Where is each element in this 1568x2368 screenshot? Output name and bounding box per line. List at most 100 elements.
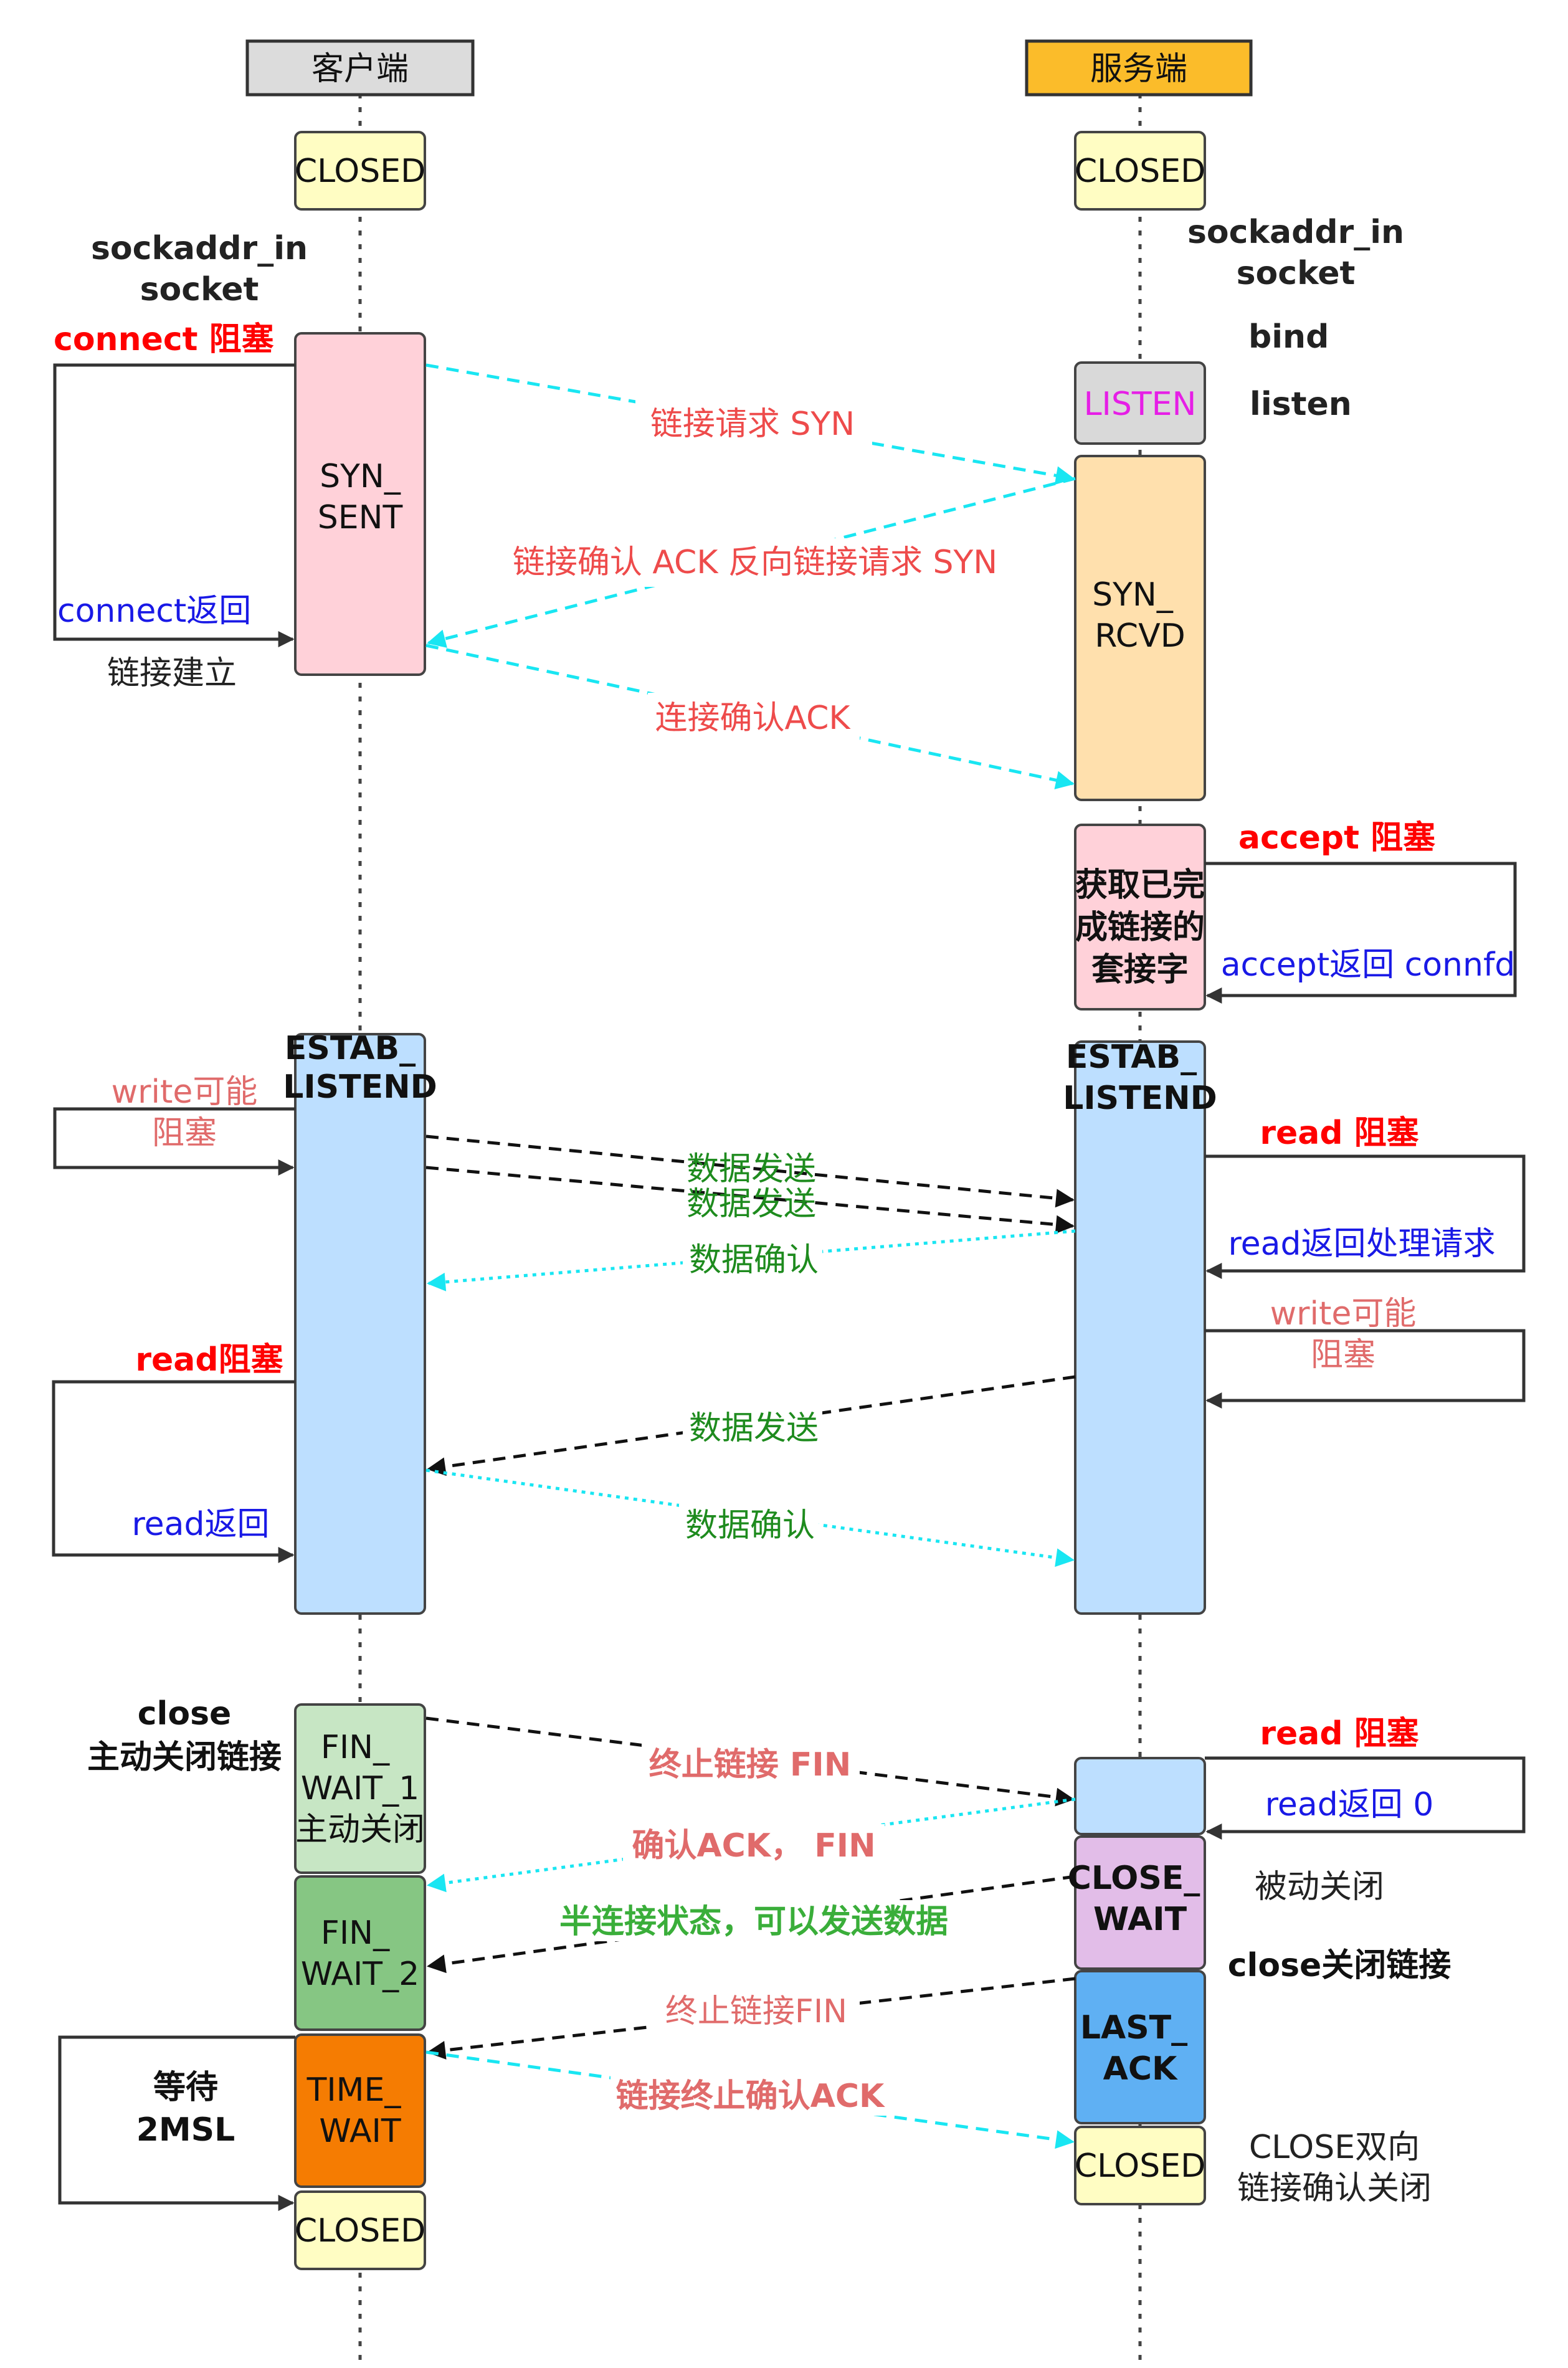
server-state-closed-text: CLOSED	[1075, 153, 1205, 190]
arrow-fin-2	[427, 1977, 1076, 2060]
client-state-closed-final: CLOSED	[294, 2190, 426, 2270]
client-write-loop	[53, 1107, 295, 1176]
client-state-fin-wait-2: FIN_ WAIT_2	[294, 1875, 426, 2031]
tw-text-2: WAIT	[319, 2113, 401, 2150]
server-state-last-ack: LAST_ ACK	[1074, 1970, 1206, 2124]
msg-syn: 链接请求 SYN	[650, 406, 855, 443]
server-socket: socket	[1237, 255, 1356, 292]
server-write-loop	[1205, 1329, 1526, 1409]
client-established: 链接建立	[107, 655, 237, 692]
fw1-text-3: 主动关闭	[295, 1811, 425, 1848]
server-est-text-1: ESTAB_	[1066, 1039, 1197, 1076]
server-read-return-0: read返回 0	[1265, 1786, 1434, 1824]
server-read-return: read返回处理请求	[1228, 1225, 1495, 1263]
server-est-text-2: LISTEND	[1063, 1080, 1217, 1117]
syn-sent-text-2: SENT	[318, 499, 403, 536]
client-active-close: 主动关闭链接	[87, 1739, 282, 1776]
client-state-time-wait: TIME_ WAIT	[294, 2033, 426, 2188]
server-write-block: 阻塞	[1311, 1336, 1376, 1374]
server-accept-block: accept 阻塞	[1238, 819, 1435, 857]
client-closed-final-text: CLOSED	[295, 2212, 425, 2250]
server-closed-final-text: CLOSED	[1075, 2147, 1205, 2185]
msg-data-1: 数据发送	[687, 1151, 816, 1188]
syn-rcvd-text-1: SYN_	[1092, 576, 1174, 614]
client-socket: socket	[140, 271, 259, 308]
server-read-block-2: read 阻塞	[1260, 1715, 1418, 1752]
msg-data-ack-2: 数据确认	[685, 1507, 815, 1544]
arrow-half	[427, 1875, 1076, 1974]
server-sockaddr: sockaddr_in	[1187, 214, 1404, 251]
server-read0-loop	[1205, 1756, 1526, 1840]
client-time-wait-loop	[58, 2035, 295, 2211]
syn-rcvd-text-2: RCVD	[1095, 617, 1185, 655]
client-header-text: 客户端	[311, 50, 409, 88]
arrow-syn	[425, 363, 1075, 485]
client-state-syn-sent: SYN_ SENT	[294, 332, 426, 676]
client-read-block: read阻塞	[135, 1341, 283, 1379]
tw-text-1: TIME_	[306, 2071, 402, 2109]
listen-text: LISTEN	[1084, 386, 1197, 423]
arrow-data-3	[427, 1375, 1076, 1476]
msg-syn-ack: 链接确认 ACK 反向链接请求 SYN	[513, 544, 997, 581]
client-sockaddr: sockaddr_in	[91, 230, 308, 267]
client-connect-return: connect返回	[57, 592, 251, 630]
arrow-data-2	[425, 1166, 1075, 1234]
msg-final-ack: 链接终止确认ACK	[616, 2078, 885, 2115]
client-connect-loop	[53, 363, 295, 647]
client-close: close	[138, 1695, 232, 1733]
last-ack-text-1: LAST_	[1080, 2009, 1187, 2047]
client-write-maybe: write可能	[112, 1073, 258, 1111]
client-read-return: read返回	[131, 1506, 269, 1543]
server-header: 服务端	[1025, 39, 1253, 97]
accept-text-1: 获取已完	[1075, 867, 1205, 904]
server-accept-return: accept返回 connfd	[1221, 946, 1516, 984]
msg-fin-1: 终止链接 FIN	[649, 1746, 852, 1784]
server-listen: listen	[1250, 386, 1352, 423]
server-close-both: CLOSE双向	[1249, 2129, 1420, 2166]
client-state-fin-wait-1: FIN_ WAIT_1 主动关闭	[294, 1703, 426, 1874]
msg-data-ack-1: 数据确认	[689, 1242, 819, 1279]
server-write-maybe: write可能	[1270, 1295, 1417, 1333]
client-connect-block: connect 阻塞	[54, 321, 274, 358]
msg-data-3: 数据发送	[689, 1410, 819, 1447]
server-header-text: 服务端	[1090, 50, 1187, 88]
client-state-closed-text: CLOSED	[295, 153, 425, 190]
last-ack-text-2: ACK	[1103, 2050, 1178, 2088]
server-passive-close: 被动关闭	[1255, 1868, 1384, 1906]
client-state-closed: CLOSED	[294, 131, 426, 211]
client-state-established: ESTAB_ LISTEND	[283, 1030, 437, 1615]
arrow-data-1	[425, 1134, 1075, 1208]
client-header: 客户端	[245, 39, 475, 97]
server-accept-loop	[1205, 862, 1517, 1004]
server-state-closed-final: CLOSED	[1074, 2126, 1206, 2205]
server-close-link: close关闭链接	[1228, 1947, 1452, 1984]
arrow-fin-1	[425, 1716, 1075, 1807]
server-state-closed: CLOSED	[1074, 131, 1206, 211]
client-wait: 等待	[153, 2069, 218, 2106]
server-state-read	[1074, 1757, 1206, 1835]
server-read-block: read 阻塞	[1260, 1115, 1418, 1152]
msg-data-2: 数据发送	[687, 1186, 816, 1223]
close-wait-text-1: CLOSE_	[1068, 1860, 1200, 1897]
server-state-listen: LISTEN	[1074, 361, 1206, 445]
arrow-final-ack	[425, 2050, 1075, 2149]
server-state-close-wait: CLOSE_ WAIT	[1068, 1835, 1206, 1970]
client-est-text-1: ESTAB_	[285, 1030, 416, 1067]
server-close-confirm: 链接确认关闭	[1237, 2170, 1432, 2207]
syn-sent-text-1: SYN_	[320, 458, 401, 495]
accept-text-2: 成链接的	[1075, 909, 1205, 946]
close-wait-text-2: WAIT	[1093, 1901, 1187, 1938]
fw1-text-2: WAIT_1	[301, 1770, 419, 1807]
client-read-loop	[52, 1380, 295, 1563]
msg-ack: 连接确认ACK	[655, 700, 851, 737]
fw2-text-1: FIN_	[321, 1914, 390, 1952]
server-state-established: ESTAB_ LISTEND	[1063, 1039, 1217, 1615]
client-est-text-2: LISTEND	[283, 1068, 437, 1106]
msg-fin-2: 终止链接FIN	[665, 1993, 847, 2030]
accept-text-3: 套接字	[1091, 951, 1189, 989]
msg-half: 半连接状态，可以发送数据	[559, 1903, 948, 1941]
fw2-text-2: WAIT_2	[301, 1956, 419, 1993]
server-state-syn-rcvd: SYN_ RCVD	[1074, 455, 1206, 801]
msg-ack-fin: 确认ACK， FIN	[632, 1827, 875, 1865]
fw1-text-1: FIN_	[321, 1729, 390, 1766]
